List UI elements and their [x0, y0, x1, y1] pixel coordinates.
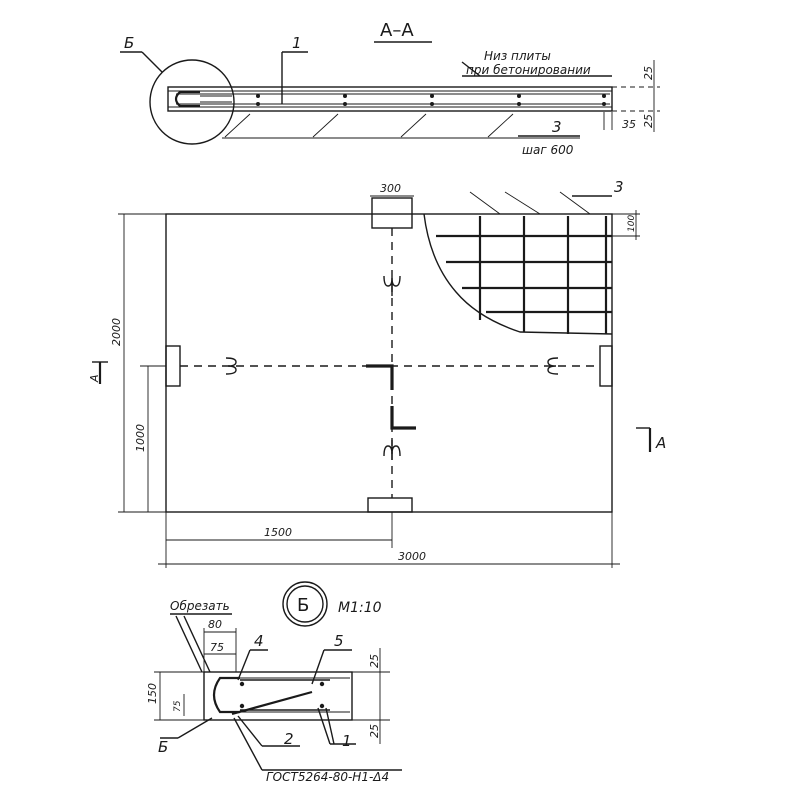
dim-80: 80: [208, 618, 222, 631]
insert-bottom: [367, 497, 413, 513]
slab-section-outline: [167, 86, 613, 112]
detail-b-circle: [149, 59, 235, 145]
detail-hook: [212, 676, 240, 714]
detail-b: Б М1:10 Обрезать 80 75 150 75: [146, 581, 402, 784]
lifting-loops: [225, 275, 559, 460]
cut-note: Обрезать: [170, 599, 230, 613]
pos2-label: 2: [284, 730, 294, 748]
pos1-leader-a: [317, 707, 331, 745]
pos2-leader: [237, 715, 263, 747]
detail-pos1-label: 1: [342, 732, 352, 750]
slab-outline: [165, 213, 613, 513]
support-hatch: [222, 113, 580, 139]
rebar-cross-sections: [256, 94, 606, 106]
step-note: шаг 600: [522, 143, 574, 157]
section-a-a: А–А Б 1: [120, 20, 660, 157]
mesh-cutaway: [423, 191, 613, 335]
section-dim-25-bot: 25: [642, 114, 655, 128]
dim-100: 100: [627, 215, 637, 232]
dim-1000: 1000: [134, 424, 147, 452]
insert-top: [371, 197, 413, 229]
slab-bottom-note-line1: Низ плиты: [484, 49, 551, 63]
detail-diagonal-bar: [231, 690, 313, 716]
detail-b-label: Б: [124, 34, 134, 52]
weld-note: ГОСТ5264-80-Н1-Δ4: [266, 770, 389, 784]
cut-label-right: А: [655, 434, 666, 452]
dim-1500: 1500: [264, 526, 292, 539]
detail-dim-25-bot: 25: [368, 724, 381, 738]
pos3-label: 3: [552, 118, 562, 136]
slab-bottom-note-line2: при бетонировании: [466, 63, 591, 77]
detail-b-leader: [141, 51, 163, 73]
dim-2000: 2000: [110, 318, 123, 346]
section-title: А–А: [380, 20, 414, 41]
detail-b-leader: [177, 717, 213, 739]
dim-3000: 3000: [398, 550, 426, 563]
section-dim-35: 35: [622, 118, 636, 131]
detail-title-circle: [282, 581, 328, 627]
slab-plan: 300: [88, 178, 666, 568]
pos1-label: 1: [292, 34, 302, 52]
cut-note-leader-2: [183, 615, 211, 673]
pos4-label: 4: [254, 632, 264, 650]
detail-slab-outline: [203, 671, 353, 721]
pos4-leader: [237, 649, 251, 681]
dim-75: 75: [210, 641, 224, 654]
insert-right: [599, 345, 613, 387]
dim-75-vertical: 75: [173, 700, 183, 712]
pos5-leader: [311, 649, 325, 685]
centre-mark-upper: [366, 364, 394, 390]
dim-150: 150: [146, 683, 159, 704]
dim-300: 300: [380, 182, 401, 195]
detail-b-label: Б: [158, 738, 168, 756]
pos5-label: 5: [334, 632, 344, 650]
weld-leader: [233, 717, 263, 771]
section-dim-25-top: 25: [642, 66, 655, 80]
detail-scale: М1:10: [338, 600, 382, 616]
plan-pos3-label: 3: [614, 178, 624, 196]
cut-label-left: А: [88, 374, 101, 383]
detail-title: Б: [297, 595, 309, 616]
detail-dim-25-top: 25: [368, 654, 381, 668]
rebar-hook: [174, 90, 200, 108]
centre-mark-lower: [390, 406, 416, 430]
cut-note-leader-1: [175, 615, 203, 673]
pos1-leader-b: [325, 707, 335, 745]
insert-left: [165, 345, 181, 387]
